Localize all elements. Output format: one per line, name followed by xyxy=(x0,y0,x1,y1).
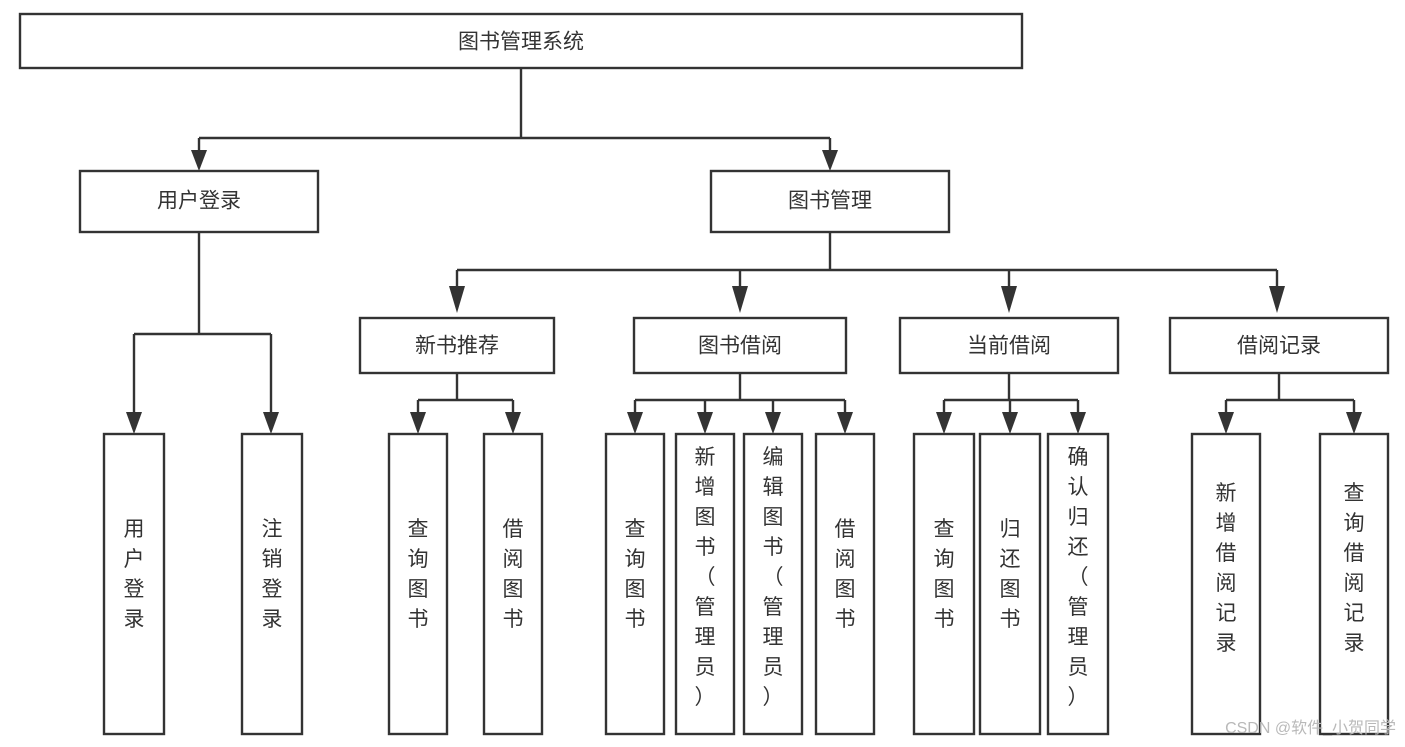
leaf-node-edit-book-admin[interactable]: 编辑图书（管理员） xyxy=(742,432,804,736)
root-label: 图书管理系统 xyxy=(458,31,584,54)
leaf-box[interactable] xyxy=(604,432,666,736)
leaf-node-user-login[interactable]: 用户登录 xyxy=(102,432,166,736)
leaf-node-borrow-book-rec[interactable]: 借阅图书 xyxy=(482,432,544,736)
node-current-borrow[interactable]: 当前借阅 xyxy=(898,316,1120,375)
arrow-head-icon xyxy=(936,412,952,434)
node-borrow-record[interactable]: 借阅记录 xyxy=(1168,316,1390,375)
leaf-box[interactable] xyxy=(814,432,876,736)
leaf-label: 归还图书 xyxy=(1000,518,1021,631)
connector-user-login-to-leaves xyxy=(126,232,279,434)
csdn-watermark: CSDN @软件_小贺同学 xyxy=(1225,719,1396,737)
node-root[interactable]: 图书管理系统 xyxy=(18,12,1024,70)
connector-borrow-record-to-leaves xyxy=(1218,373,1362,434)
leaf-label: 注销登录 xyxy=(262,518,283,631)
leaf-label: 编辑图书（管理员） xyxy=(763,446,784,709)
node-book-management[interactable]: 图书管理 xyxy=(709,169,951,234)
leaf-box[interactable] xyxy=(674,432,736,736)
leaf-box[interactable] xyxy=(387,432,449,736)
leaf-box[interactable] xyxy=(912,432,976,736)
user-login-box[interactable] xyxy=(78,169,320,234)
book-borrow-label: 图书借阅 xyxy=(698,335,782,358)
borrow-record-label: 借阅记录 xyxy=(1237,335,1321,358)
arrow-head-icon xyxy=(697,412,713,434)
arrow-head-icon xyxy=(822,150,838,171)
leaf-box[interactable] xyxy=(1046,432,1110,736)
leaf-label: 查询图书 xyxy=(408,518,429,631)
leaf-label: 新增借阅记录 xyxy=(1216,482,1237,655)
arrow-head-icon xyxy=(1001,286,1017,313)
leaf-label: 确认归还（管理员） xyxy=(1068,446,1089,709)
leaf-box[interactable] xyxy=(482,432,544,736)
connector-book-borrow-to-leaves xyxy=(627,373,853,434)
leaf-label: 查询图书 xyxy=(625,518,646,631)
leaf-label: 查询图书 xyxy=(934,518,955,631)
arrow-head-icon xyxy=(1070,412,1086,434)
leaf-box[interactable] xyxy=(978,432,1042,736)
leaf-label: 借阅图书 xyxy=(835,518,856,631)
arrow-head-icon xyxy=(505,412,521,434)
leaf-node-query-book-current[interactable]: 查询图书 xyxy=(912,432,976,736)
leaf-node-logout[interactable]: 注销登录 xyxy=(240,432,304,736)
arrow-head-icon xyxy=(627,412,643,434)
leaf-label: 借阅图书 xyxy=(503,518,524,631)
arrow-head-icon xyxy=(765,412,781,434)
leaf-node-query-book-rec[interactable]: 查询图书 xyxy=(387,432,449,736)
leaf-node-borrow-book[interactable]: 借阅图书 xyxy=(814,432,876,736)
arrow-head-icon xyxy=(126,412,142,434)
arrow-head-icon xyxy=(1269,286,1285,313)
leaf-box[interactable] xyxy=(742,432,804,736)
new-book-recommend-box[interactable] xyxy=(358,316,556,375)
arrow-head-icon xyxy=(410,412,426,434)
arrow-head-icon xyxy=(1002,412,1018,434)
arrow-head-icon xyxy=(263,412,279,434)
connector-book-management-to-level3 xyxy=(449,232,1285,313)
leaf-label: 用户登录 xyxy=(124,518,145,631)
leaf-node-query-book-borrow[interactable]: 查询图书 xyxy=(604,432,666,736)
arrow-head-icon xyxy=(1218,412,1234,434)
connector-current-borrow-to-leaves xyxy=(936,373,1086,434)
leaf-label: 查询借阅记录 xyxy=(1344,482,1365,655)
node-book-borrow[interactable]: 图书借阅 xyxy=(632,316,848,375)
arrow-head-icon xyxy=(732,286,748,313)
leaf-box[interactable] xyxy=(1190,432,1262,736)
leaf-box[interactable] xyxy=(102,432,166,736)
leaf-node-add-borrow-record[interactable]: 新增借阅记录 xyxy=(1190,432,1262,736)
node-user-login[interactable]: 用户登录 xyxy=(78,169,320,234)
book-management-label: 图书管理 xyxy=(788,190,872,213)
connector-root-to-level2 xyxy=(191,68,838,171)
user-login-label: 用户登录 xyxy=(157,190,241,213)
arrow-head-icon xyxy=(837,412,853,434)
arrow-head-icon xyxy=(1346,412,1362,434)
leaf-box[interactable] xyxy=(1318,432,1390,736)
arrow-head-icon xyxy=(191,150,207,171)
leaf-node-add-book-admin[interactable]: 新增图书（管理员） xyxy=(674,432,736,736)
current-borrow-label: 当前借阅 xyxy=(967,335,1051,358)
current-borrow-box[interactable] xyxy=(898,316,1120,375)
arrow-head-icon xyxy=(449,286,465,313)
leaf-label: 新增图书（管理员） xyxy=(695,446,716,709)
leaf-box[interactable] xyxy=(240,432,304,736)
connector-new-book-recommend-to-leaves xyxy=(410,373,521,434)
root-box[interactable] xyxy=(18,12,1024,70)
leaf-node-return-book[interactable]: 归还图书 xyxy=(978,432,1042,736)
leaf-node-query-borrow-record[interactable]: 查询借阅记录 xyxy=(1318,432,1390,736)
new-book-recommend-label: 新书推荐 xyxy=(415,335,499,358)
leaf-node-confirm-return-admin[interactable]: 确认归还（管理员） xyxy=(1046,432,1110,736)
node-new-book-recommend[interactable]: 新书推荐 xyxy=(358,316,556,375)
